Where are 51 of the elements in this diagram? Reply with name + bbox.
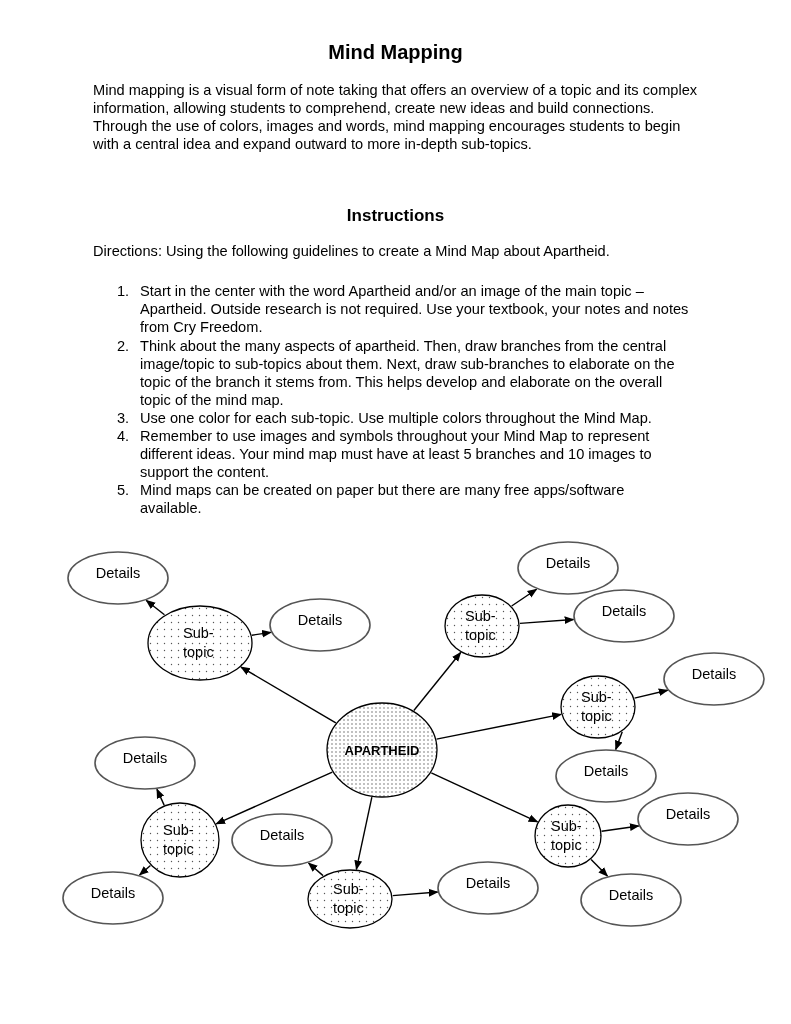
node-label: Sub- topic xyxy=(163,821,195,859)
arrow xyxy=(156,788,165,806)
list-number: 2. xyxy=(117,337,131,355)
list-number: 4. xyxy=(117,427,131,445)
list-number: 3. xyxy=(117,409,131,427)
node-label: Details xyxy=(608,885,654,905)
node-label: Details xyxy=(465,873,511,893)
arrow xyxy=(600,823,640,832)
node-label: Details xyxy=(691,664,737,684)
arrow xyxy=(519,616,575,625)
arrow xyxy=(251,629,272,638)
paragraph: Directions: Using the following guidelines to create a Mind Map about Apartheid. xyxy=(93,242,611,260)
node-label: Details xyxy=(545,553,591,573)
arrow xyxy=(240,666,337,724)
paragraph: Use one color for each sub-topic. Use multiple colors throughout the Mind Map. xyxy=(140,409,653,427)
arrow xyxy=(633,688,669,699)
node-label: Details xyxy=(95,563,141,583)
node-label: Details xyxy=(259,825,305,845)
section-heading: Instructions xyxy=(345,205,446,227)
node-label: Sub- topic xyxy=(333,880,365,918)
paragraph: Remember to use images and symbols throughout your Mind Map to represent different ideas. Your mind map must have at least 5 branches and 10 images to support the content. xyxy=(140,427,653,481)
arrow xyxy=(430,772,539,823)
list-number: 5. xyxy=(117,481,131,499)
paragraph: Mind mapping is a visual form of note taking that offers an overview of a topic and its complex information, allowing students to comprehend, create new ideas and build connections. Through the use of colors, images and words, mind mapping encourages students to begin with a central idea and expand outward to more in-depth sub-topics. xyxy=(93,81,698,153)
arrow xyxy=(435,712,562,740)
node-label: Sub- topic xyxy=(465,607,497,645)
paragraph: Start in the center with the word Apartheid and/or an image of the main topic – Apartheid. Outside research is not required. Use your textbook, your notes and notes from Cry Freedom. xyxy=(140,282,690,336)
node-label: Details xyxy=(583,761,629,781)
node-label: Sub- topic xyxy=(581,688,613,726)
node-label: Details xyxy=(665,804,711,824)
arrow xyxy=(413,651,462,712)
arrow xyxy=(145,599,166,616)
arrow xyxy=(392,888,439,897)
node-label: Details xyxy=(601,601,647,621)
paragraph: Think about the many aspects of apartheid. Then, draw branches from the central image/topic to sub-topics about them. Next, draw sub-branches to elaborate on the topic of the branch it stems from. This helps develop and elaborate on the overall topic of the mind map. xyxy=(140,337,676,409)
arrow xyxy=(590,858,609,877)
paragraph: Mind maps can be created on paper but there are many free apps/software available. xyxy=(140,481,626,517)
arrow xyxy=(615,730,623,751)
arrow xyxy=(307,862,324,877)
node-label: APARTHEID xyxy=(344,741,420,760)
list-number: 1. xyxy=(117,282,131,300)
node-label: Details xyxy=(90,883,136,903)
arrow xyxy=(138,864,152,876)
arrow xyxy=(215,771,333,825)
node-label: Details xyxy=(297,610,343,630)
node-label: Sub- topic xyxy=(551,817,583,855)
node-label: Details xyxy=(122,748,168,768)
arrow xyxy=(354,796,373,871)
arrow xyxy=(510,588,538,607)
node-label: Sub- topic xyxy=(183,624,215,662)
title: Mind Mapping xyxy=(327,40,464,64)
